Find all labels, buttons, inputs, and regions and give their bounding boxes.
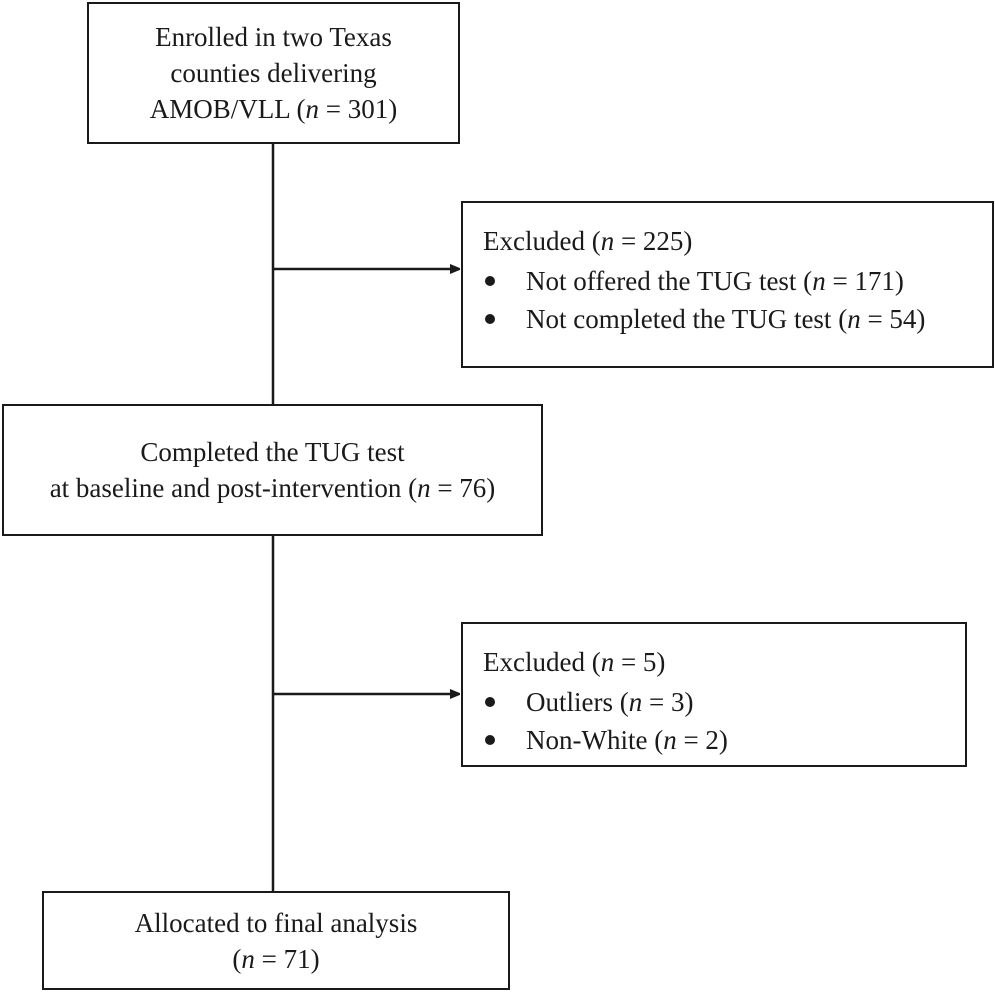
item-count: = 171) <box>825 266 904 296</box>
bullet-icon <box>485 735 495 745</box>
excluded-box-2: Excluded (n = 5) Outliers (n = 3) Non-Wh… <box>461 622 967 767</box>
n-symbol: n <box>663 725 677 755</box>
completed-line-2-prefix: at baseline and post-intervention ( <box>49 473 418 503</box>
item-count: = 2) <box>676 725 728 755</box>
n-symbol: n <box>628 687 643 717</box>
completed-count: = 76) <box>430 473 496 503</box>
enrolled-box: Enrolled in two Texas counties deliverin… <box>87 2 460 144</box>
enrolled-count-value: = 301) <box>319 94 398 124</box>
completed-line-1: Completed the TUG test <box>140 437 405 467</box>
item-count: = 54) <box>860 304 926 334</box>
enrolled-line-1: Enrolled in two Texas <box>155 22 392 52</box>
item-label: Not offered the TUG test ( <box>526 266 813 296</box>
final-line-2-prefix: ( <box>232 943 242 974</box>
n-symbol: n <box>847 304 861 334</box>
completed-line-2: at baseline and post-intervention (n = 7… <box>50 470 496 506</box>
enrolled-line-3: AMOB/VLL (n = 301) <box>150 91 397 127</box>
bullet-icon <box>485 697 495 707</box>
excluded-1-item-not-offered: Not offered the TUG test (n = 171) <box>483 262 992 300</box>
excluded-1-count: = 225) <box>614 226 693 256</box>
n-symbol: n <box>241 943 255 974</box>
n-symbol: n <box>417 473 431 503</box>
final-count: = 71) <box>254 943 320 974</box>
excluded-1-title-prefix: Excluded ( <box>483 226 601 256</box>
bullet-icon <box>485 314 495 324</box>
excluded-1-title: Excluded (n = 225) <box>483 223 992 259</box>
excluded-2-item-outliers: Outliers (n = 3) <box>483 683 965 721</box>
item-count: = 3) <box>642 687 694 717</box>
enrolled-line-2: counties delivering <box>170 58 377 88</box>
final-line-1: Allocated to final analysis <box>134 907 418 938</box>
excluded-2-item-non-white: Non-White (n = 2) <box>483 721 965 759</box>
bullet-icon <box>485 276 495 286</box>
item-label: Outliers ( <box>526 687 629 717</box>
n-symbol: n <box>600 647 615 677</box>
item-label: Not completed the TUG test ( <box>526 304 848 334</box>
n-symbol: n <box>600 226 615 256</box>
excluded-box-1: Excluded (n = 225) Not offered the TUG t… <box>461 201 994 368</box>
completed-box: Completed the TUG test at baseline and p… <box>2 404 543 536</box>
excluded-2-count: = 5) <box>614 647 666 677</box>
n-symbol: n <box>305 94 320 124</box>
excluded-1-item-not-completed: Not completed the TUG test (n = 54) <box>483 300 992 338</box>
enrolled-count-prefix: AMOB/VLL ( <box>149 94 306 124</box>
item-label: Non-White ( <box>526 725 664 755</box>
n-symbol: n <box>812 266 826 296</box>
final-analysis-box: Allocated to final analysis (n = 71) <box>42 891 510 990</box>
excluded-2-title: Excluded (n = 5) <box>483 644 965 680</box>
excluded-2-title-prefix: Excluded ( <box>483 647 601 677</box>
final-line-2: (n = 71) <box>232 941 319 977</box>
